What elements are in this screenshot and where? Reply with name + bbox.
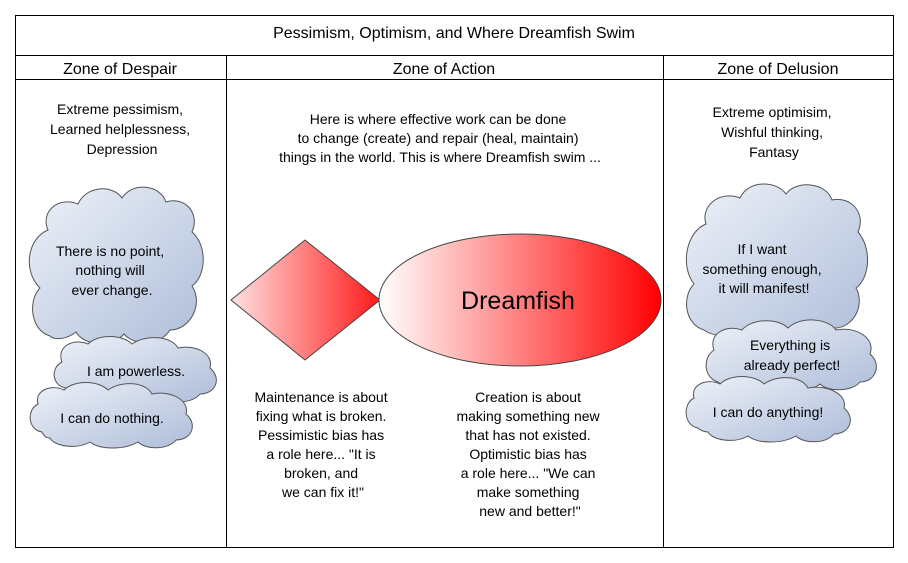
svg-text:I am powerless.: I am powerless. — [87, 363, 185, 379]
cloud-can-do-nothing: I can do nothing. — [29, 382, 193, 449]
delusion-description: Extreme optimisim, Wishful thinking, Fan… — [713, 104, 836, 160]
svg-text:Everything is already pe: Everything is already perfect! — [744, 337, 841, 373]
outer-border — [15, 15, 894, 548]
header-action: Zone of Action — [393, 61, 495, 78]
header-delusion: Zone of Delusion — [718, 61, 839, 78]
dreamfish-ellipse — [378, 233, 662, 367]
dreamfish-label: Dreamfish — [461, 287, 575, 315]
diagram-title: Pessimism, Optimism, and Where Dreamfish… — [273, 25, 635, 42]
maintenance-text: Maintenance is about fixing what is brok… — [255, 389, 392, 500]
action-description: Here is where effective work can be done… — [279, 111, 601, 165]
cloud-no-point: There is no point, nothing will ever cha… — [28, 186, 204, 344]
despair-description: Extreme pessimism, Learned helplessness,… — [50, 101, 194, 157]
cloud-already-perfect: Everything is already perfect! — [705, 319, 877, 393]
cloud-can-do-anything: I can do anything! — [685, 376, 851, 443]
svg-text:There is no point, nothi: There is no point, nothing will ever cha… — [56, 243, 168, 298]
header-despair: Zone of Despair — [63, 61, 178, 78]
svg-text:I can do nothing.: I can do nothing. — [60, 410, 164, 426]
maintenance-diamond — [230, 239, 381, 361]
creation-text: Creation is about making something new t… — [456, 389, 603, 519]
svg-text:I can do anything!: I can do anything! — [713, 404, 824, 420]
svg-text:If I want something enou: If I want something enough, it will mani… — [703, 241, 826, 296]
table-frame — [15, 15, 894, 548]
cloud-manifest: If I want something enough, it will mani… — [685, 183, 869, 342]
